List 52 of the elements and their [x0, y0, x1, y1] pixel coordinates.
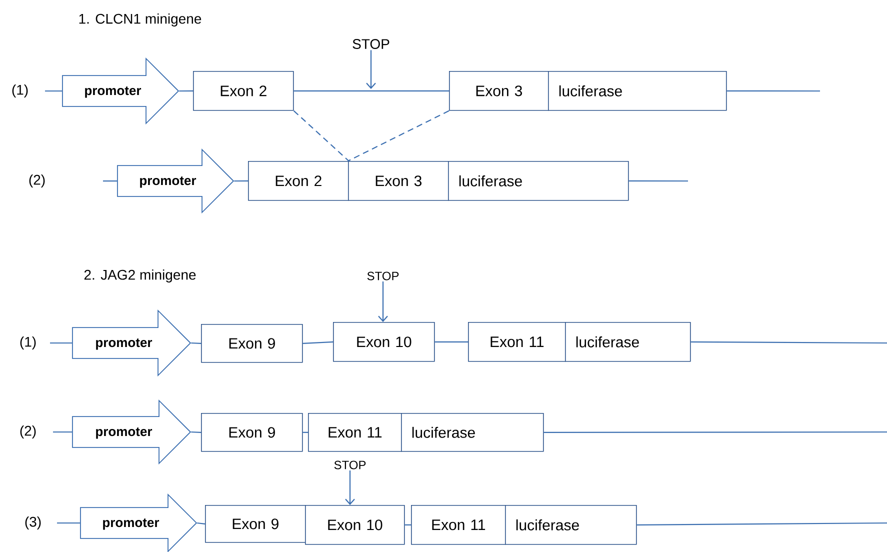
dna-line	[53, 431, 72, 433]
splice-line	[348, 110, 450, 162]
row-number: (2)	[20, 425, 36, 439]
dna-line	[302, 432, 308, 433]
arrow	[345, 470, 355, 505]
exon-box: Exon 3	[348, 161, 449, 201]
row-number: (2)	[29, 174, 45, 188]
exon-box: Exon 11	[411, 505, 506, 545]
exon-box: Exon 9	[205, 505, 306, 543]
dna-line	[234, 180, 248, 182]
exon-box: Exon 2	[193, 71, 294, 111]
dna-line	[197, 522, 206, 524]
exon-box: Exon 9	[201, 324, 303, 363]
exon-box: luciferase	[401, 413, 544, 452]
exon-box: Exon 3	[449, 71, 549, 111]
dna-line	[50, 342, 72, 344]
section-title: 1. CLCN1 minigene	[79, 13, 202, 27]
row-number: (1)	[20, 336, 36, 350]
section-title: 2. JAG2 minigene	[84, 269, 196, 283]
exon-box: Exon 10	[305, 505, 405, 545]
exon-box: Exon 10	[333, 322, 435, 362]
exon-box: Exon 11	[468, 322, 566, 362]
splice-line	[293, 110, 350, 162]
dna-line	[690, 341, 887, 344]
stop-label: STOP	[367, 272, 399, 280]
row-number: (3)	[25, 516, 41, 530]
dna-line	[57, 522, 80, 524]
dna-line	[544, 431, 887, 433]
arrow	[366, 50, 376, 89]
exon-box: luciferase	[565, 322, 691, 362]
dna-line	[191, 342, 202, 344]
dna-line	[179, 90, 194, 92]
stop-label: STOP	[352, 39, 390, 49]
exon-box: luciferase	[448, 161, 629, 201]
exon-box: Exon 2	[248, 161, 349, 201]
dna-line	[103, 180, 117, 182]
exon-box: luciferase	[505, 505, 637, 545]
dna-line	[294, 90, 449, 92]
dna-line	[302, 341, 334, 344]
exon-box: luciferase	[548, 71, 727, 111]
dna-line	[45, 90, 62, 92]
exon-box: Exon 11	[308, 413, 402, 452]
arrow	[378, 281, 388, 322]
dna-line	[404, 524, 411, 526]
row-number: (1)	[12, 84, 28, 98]
stop-label: STOP	[334, 460, 366, 470]
dna-line	[628, 180, 688, 182]
dna-line	[636, 522, 887, 526]
dna-line	[434, 341, 468, 342]
dna-line	[191, 431, 202, 433]
dna-line	[726, 90, 820, 92]
exon-box: Exon 9	[201, 413, 303, 452]
